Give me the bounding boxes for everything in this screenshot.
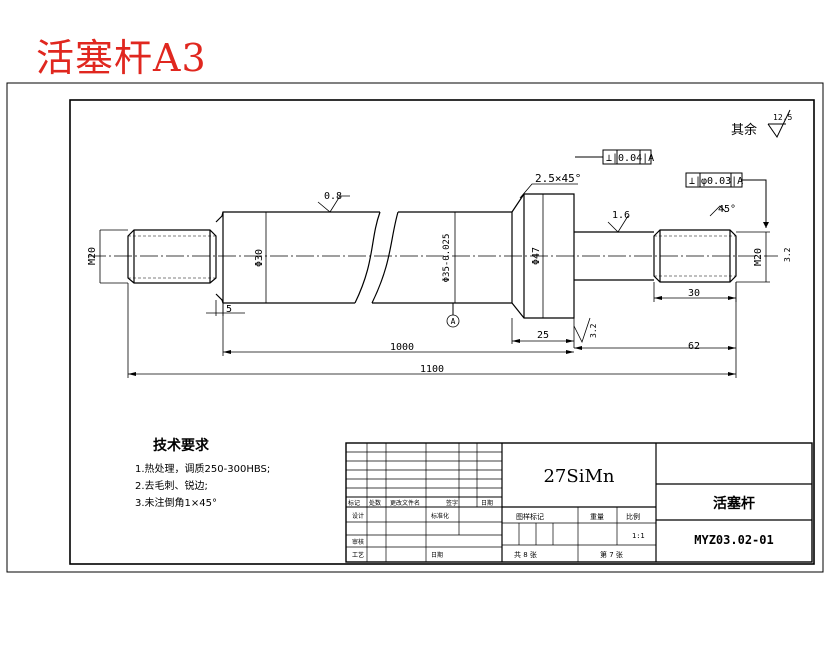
requirement-item-2: 2.去毛刺、锐边; [135,479,208,492]
right-shaft [574,229,737,283]
rough-2-text: 1.6 [612,210,630,221]
length-dims [127,282,737,378]
rest-roughness-note: 其余 12.5 [731,109,792,138]
material: 27SiMn [543,466,614,487]
tb-label-date2: 日期 [431,551,443,559]
roughness-1-6: 1.6 [607,210,630,233]
tb-label-stage: 图样标记 [516,512,544,521]
diameter-dims [99,194,770,318]
dim-1000: 1000 [390,342,414,353]
chamfer-callout: 2.5×45° [519,172,581,199]
tb-label-scale: 比例 [626,512,640,521]
perp-tol-1-text: ⊥|0.04|A [606,153,654,164]
technical-requirements: 技术要求 1.热处理，调质250-300HBS; 2.去毛刺、锐边; 3.未注倒… [135,437,270,509]
perp-tol-2-text: ⊥|φ0.03|A [689,176,743,187]
rest-roughness-value: 12.5 [773,113,792,122]
dim-30: 30 [688,288,700,299]
angle-45: 45° [709,204,736,217]
collar [511,193,575,319]
tb-label-sign: 签字 [446,499,458,507]
perpendicularity-tolerance-2: ⊥|φ0.03|A [685,172,769,228]
dim-arrows [128,296,736,376]
datum-a: A [446,303,460,328]
tb-label-weight: 重量 [590,513,604,521]
angle-45-text: 45° [718,204,736,215]
roughness-3-2-collar: 3.2 [573,317,598,344]
rough-1-text: 0.8 [324,191,342,202]
dim-25: 25 [537,330,549,341]
rough-3-text: 3.2 [589,323,598,338]
perpendicularity-tolerance-1: ⊥|0.04|A [575,149,654,165]
tb-label-process: 工艺 [352,551,364,559]
tb-label-change: 更改文件名 [390,499,420,507]
rest-label: 其余 [731,122,757,138]
tb-scale-value: 1:1 [632,532,645,540]
tb-label-qty: 处数 [369,499,381,507]
chamfer-text: 2.5×45° [535,172,581,185]
datum-text: A [451,317,456,326]
left-thread-end [127,229,217,284]
part-name: 活塞杆 [713,495,755,512]
dim-62: 62 [688,341,700,352]
tb-sheets-total: 共 8 张 [514,550,537,559]
dia-thread-left: M20 [87,247,98,265]
outer-border [6,82,824,573]
tb-label-date: 日期 [481,499,493,507]
tb-label-design: 设计 [352,512,364,520]
drawing-heading: 活塞杆A3 [36,36,207,80]
dia-body-2: Φ35-0.025 [442,234,452,283]
dia-collar: Φ47 [531,247,542,265]
tb-label-standard: 标准化 [431,512,449,520]
inner-border [69,99,815,565]
drawing-number: MYZ03.02-01 [694,533,773,547]
tb-sheet-no: 第 7 张 [600,550,623,559]
tb-label-mark: 标记 [348,499,360,507]
rough-4-text: 3.2 [783,247,792,262]
title-block [345,442,813,563]
dia-body: Φ30 [254,249,265,267]
dim-5: 5 [226,304,232,315]
roughness-3-2-end: 3.2 [783,247,792,262]
tb-label-review: 审核 [352,538,364,546]
dim-1100: 1100 [420,364,444,375]
roughness-0-8: 0.8 [317,191,350,213]
requirements-title: 技术要求 [153,437,210,454]
requirement-item-3: 3.未注倒角1×45° [135,496,217,509]
dia-thread-right: M20 [753,248,764,266]
requirement-item-1: 1.热处理，调质250-300HBS; [135,462,270,475]
